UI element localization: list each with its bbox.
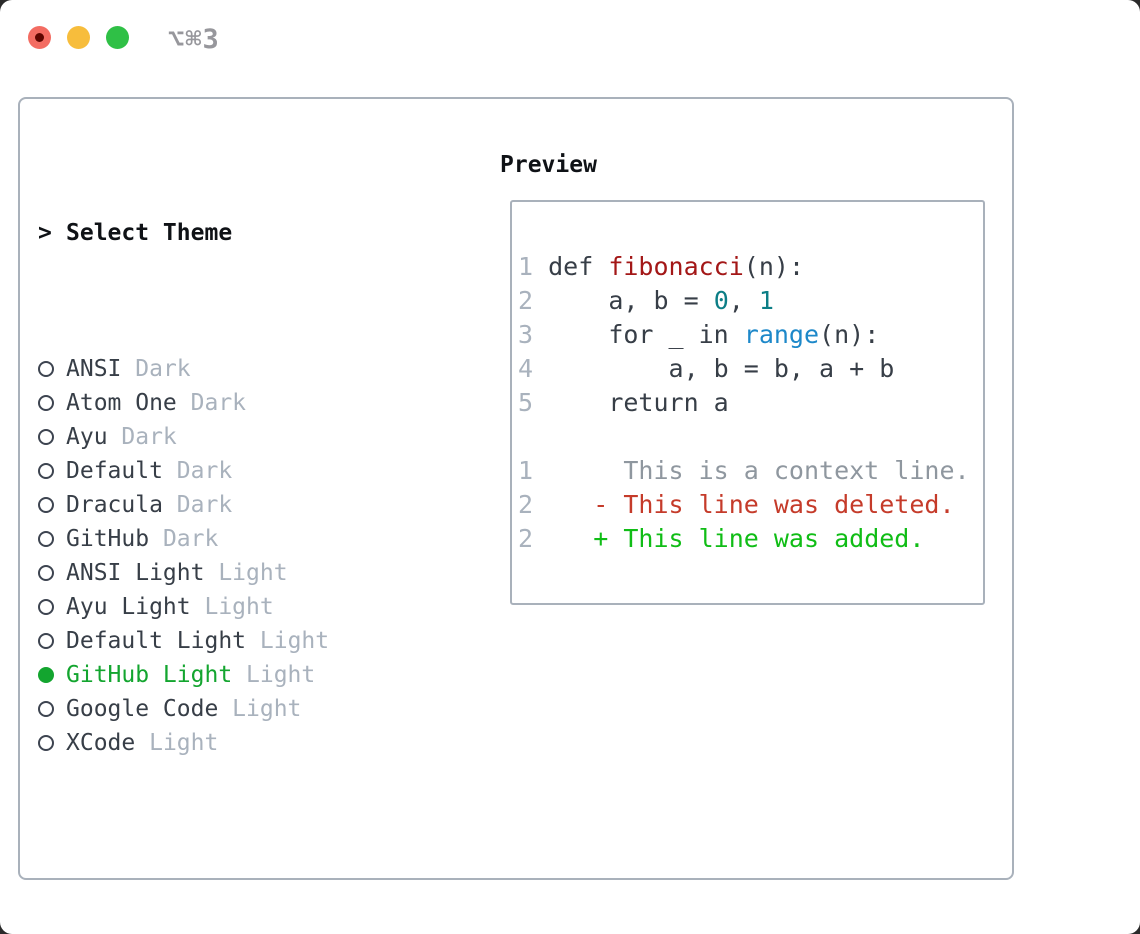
code-segment-context: This is a context line.: [548, 456, 970, 485]
radio-unselected-icon: [38, 454, 66, 488]
radio-unselected-icon: [38, 624, 66, 658]
theme-option-atom-one[interactable]: Atom One Dark: [38, 386, 426, 420]
theme-option-label: Ayu Light: [66, 594, 205, 620]
code-segment-lineno: 5: [518, 388, 549, 417]
theme-option-label: GitHub: [66, 526, 163, 552]
code-line: 2 - This line was deleted.: [518, 488, 983, 522]
prompt-caret-icon: >: [38, 220, 52, 246]
code-line: 2 a, b = 0, 1: [518, 284, 983, 318]
radio-unselected-icon: [38, 386, 66, 420]
select-theme-header: > Select Theme: [38, 216, 426, 250]
theme-option-default-light[interactable]: Default Light Light: [38, 624, 426, 658]
theme-variant-label: Dark: [176, 458, 233, 484]
code-segment-num: 1: [758, 286, 774, 315]
code-segment-code: ,: [728, 286, 759, 315]
theme-variant-label: Dark: [176, 492, 233, 518]
theme-option-ansi-light[interactable]: ANSI Light Light: [38, 556, 426, 590]
radio-selected-icon: [38, 658, 66, 692]
zoom-button[interactable]: [106, 26, 129, 49]
code-segment-del: - This line was deleted.: [593, 490, 955, 519]
theme-option-github[interactable]: GitHub Dark: [38, 522, 426, 556]
theme-variant-label: Light: [149, 730, 219, 756]
code-segment-code: a, b =: [548, 286, 714, 315]
theme-variant-label: Dark: [162, 526, 219, 552]
theme-option-github-light[interactable]: GitHub Light Light: [38, 658, 426, 692]
radio-unselected-icon: [38, 692, 66, 726]
code-line: 3 for _ in range(n):: [518, 318, 983, 352]
theme-variant-label: Dark: [121, 424, 177, 450]
radio-unselected-icon: [38, 726, 66, 760]
code-segment-lineno: 1: [518, 252, 549, 281]
code-segment-code: (n):: [743, 252, 805, 281]
theme-variant-label: Dark: [190, 390, 247, 416]
theme-option-label: Default: [66, 458, 177, 484]
code-line: [518, 420, 983, 454]
code-segment-lineno: 2: [518, 524, 549, 553]
close-button[interactable]: [28, 26, 51, 49]
theme-option-label: ANSI: [66, 356, 136, 382]
theme-option-label: Ayu: [66, 424, 122, 450]
theme-option-label: ANSI Light: [66, 560, 219, 586]
code-segment-code: (n):: [819, 320, 880, 349]
theme-option-label: Atom One: [66, 390, 191, 416]
code-line: 4 a, b = b, a + b: [518, 352, 983, 386]
code-segment-func: fibonacci: [608, 252, 744, 281]
code-segment-lineno: 2: [518, 490, 549, 519]
theme-option-label: Google Code: [66, 696, 233, 722]
code-segment-code: [518, 422, 533, 451]
theme-variant-label: Light: [204, 594, 274, 620]
theme-option-label: Default Light: [66, 628, 260, 654]
code-segment-lineno: 2: [518, 286, 549, 315]
code-segment-code: return a: [548, 388, 729, 417]
minimize-button[interactable]: [67, 26, 90, 49]
code-segment-lineno: 4: [518, 354, 549, 383]
code-segment-code: [548, 490, 593, 519]
theme-option-xcode[interactable]: XCode Light: [38, 726, 426, 760]
radio-unselected-icon: [38, 522, 66, 556]
radio-unselected-icon: [38, 556, 66, 590]
code-line: 1 def fibonacci(n):: [518, 250, 983, 284]
code-segment-lineno: 3: [518, 320, 549, 349]
theme-option-ayu-light[interactable]: Ayu Light Light: [38, 590, 426, 624]
window-title: ⌥⌘3: [168, 24, 220, 55]
radio-unselected-icon: [38, 488, 66, 522]
radio-unselected-icon: [38, 352, 66, 386]
theme-option-label: XCode: [66, 730, 150, 756]
code-segment-builtin: range: [743, 320, 820, 349]
code-segment-code: for _ in: [548, 320, 744, 349]
code-segment-code: [548, 524, 593, 553]
code-segment-add: + This line was added.: [593, 524, 925, 553]
radio-unselected-icon: [38, 590, 66, 624]
theme-variant-label: Light: [246, 662, 316, 688]
theme-option-ayu[interactable]: Ayu Dark: [38, 420, 426, 454]
code-line: 5 return a: [518, 386, 983, 420]
radio-unselected-icon: [38, 420, 66, 454]
spacer: [38, 862, 426, 896]
theme-variant-label: Dark: [135, 356, 191, 382]
code-segment-code: a, b = b, a + b: [548, 354, 895, 383]
code-segment-code: def: [548, 252, 609, 281]
select-theme-header-label: Select Theme: [66, 220, 233, 246]
theme-option-ansi[interactable]: ANSI Dark: [38, 352, 426, 386]
theme-option-default[interactable]: Default Dark: [38, 454, 426, 488]
code-line: 2 + This line was added.: [518, 522, 983, 556]
theme-option-google-code[interactable]: Google Code Light: [38, 692, 426, 726]
code-segment-lineno: 1: [518, 456, 549, 485]
theme-option-dracula[interactable]: Dracula Dark: [38, 488, 426, 522]
theme-variant-label: Light: [232, 696, 302, 722]
code-line: 1 This is a context line.: [518, 454, 983, 488]
theme-variant-label: Light: [259, 628, 330, 654]
theme-option-label: GitHub Light: [66, 662, 247, 688]
preview-header-label: Preview: [500, 152, 597, 178]
theme-option-label: Dracula: [66, 492, 177, 518]
code-segment-num: 0: [713, 286, 729, 315]
theme-variant-label: Light: [218, 560, 288, 586]
